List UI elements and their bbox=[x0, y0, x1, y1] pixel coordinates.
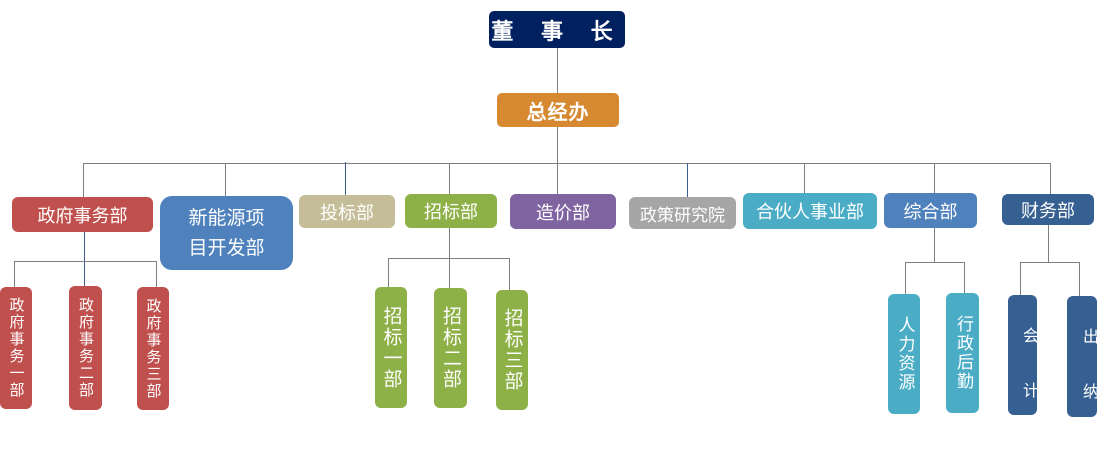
node-human-resources[interactable]: 人力资源 bbox=[888, 294, 920, 414]
node-dept-bidding[interactable]: 投标部 bbox=[299, 195, 395, 228]
node-dept-gov-affairs[interactable]: 政府事务部 bbox=[12, 197, 153, 232]
connector-finance-2 bbox=[1079, 262, 1080, 297]
node-gov-affairs-2[interactable]: 政府事务二部 bbox=[69, 286, 102, 410]
node-gov-affairs-3[interactable]: 政府事务三部 bbox=[137, 287, 169, 410]
node-general-office[interactable]: 总经办 bbox=[497, 93, 619, 127]
connector-gov-3 bbox=[156, 261, 157, 287]
connector-finance-1 bbox=[1020, 262, 1021, 296]
node-tender-2[interactable]: 招标二部 bbox=[434, 288, 467, 408]
connector-tender bbox=[449, 164, 450, 196]
finance-sub-bus bbox=[1020, 262, 1080, 263]
connector-root-gm bbox=[557, 48, 558, 93]
connector-newenergy bbox=[225, 163, 226, 196]
connector-tender-1 bbox=[388, 258, 389, 288]
connector-general-2 bbox=[964, 262, 965, 295]
connector-gm-bus bbox=[557, 126, 558, 196]
node-tender-1[interactable]: 招标一部 bbox=[375, 287, 407, 408]
node-dept-new-energy[interactable]: 新能源项目开发部 bbox=[160, 196, 293, 270]
node-tender-3[interactable]: 招标三部 bbox=[496, 290, 528, 410]
connector-general bbox=[934, 163, 935, 193]
general-sub-bus bbox=[905, 262, 965, 263]
connector-finance-down bbox=[1048, 224, 1049, 262]
connector-tender-3 bbox=[509, 258, 510, 290]
connector-general-down bbox=[934, 228, 935, 263]
connector-general-1 bbox=[905, 262, 906, 295]
node-dept-finance[interactable]: 财务部 bbox=[1002, 194, 1094, 225]
node-cashier[interactable]: 出 纳 bbox=[1067, 296, 1099, 417]
connector-finance bbox=[1050, 163, 1051, 194]
connector-gov-1 bbox=[14, 261, 15, 287]
connector-partner bbox=[804, 163, 805, 193]
node-dept-tendering[interactable]: 招标部 bbox=[405, 194, 497, 228]
gov-sub-bus bbox=[14, 261, 157, 262]
connector-gov bbox=[83, 163, 84, 198]
node-chairman[interactable]: 董 事 长 bbox=[489, 11, 625, 48]
department-bus bbox=[83, 163, 1050, 164]
node-accounting[interactable]: 会 计 bbox=[1008, 295, 1039, 415]
node-admin-logistics[interactable]: 行政后勤 bbox=[946, 293, 979, 413]
connector-bid bbox=[345, 162, 346, 196]
connector-policy bbox=[687, 163, 688, 197]
tender-sub-bus bbox=[388, 258, 510, 259]
node-dept-general[interactable]: 综合部 bbox=[884, 193, 977, 228]
node-dept-policy-research[interactable]: 政策研究院 bbox=[629, 197, 736, 229]
node-gov-affairs-1[interactable]: 政府事务一部 bbox=[0, 287, 32, 409]
connector-tender-down bbox=[449, 228, 450, 290]
node-dept-partner[interactable]: 合伙人事业部 bbox=[743, 193, 877, 229]
connector-gov-down bbox=[84, 232, 85, 288]
node-dept-cost[interactable]: 造价部 bbox=[510, 194, 616, 229]
